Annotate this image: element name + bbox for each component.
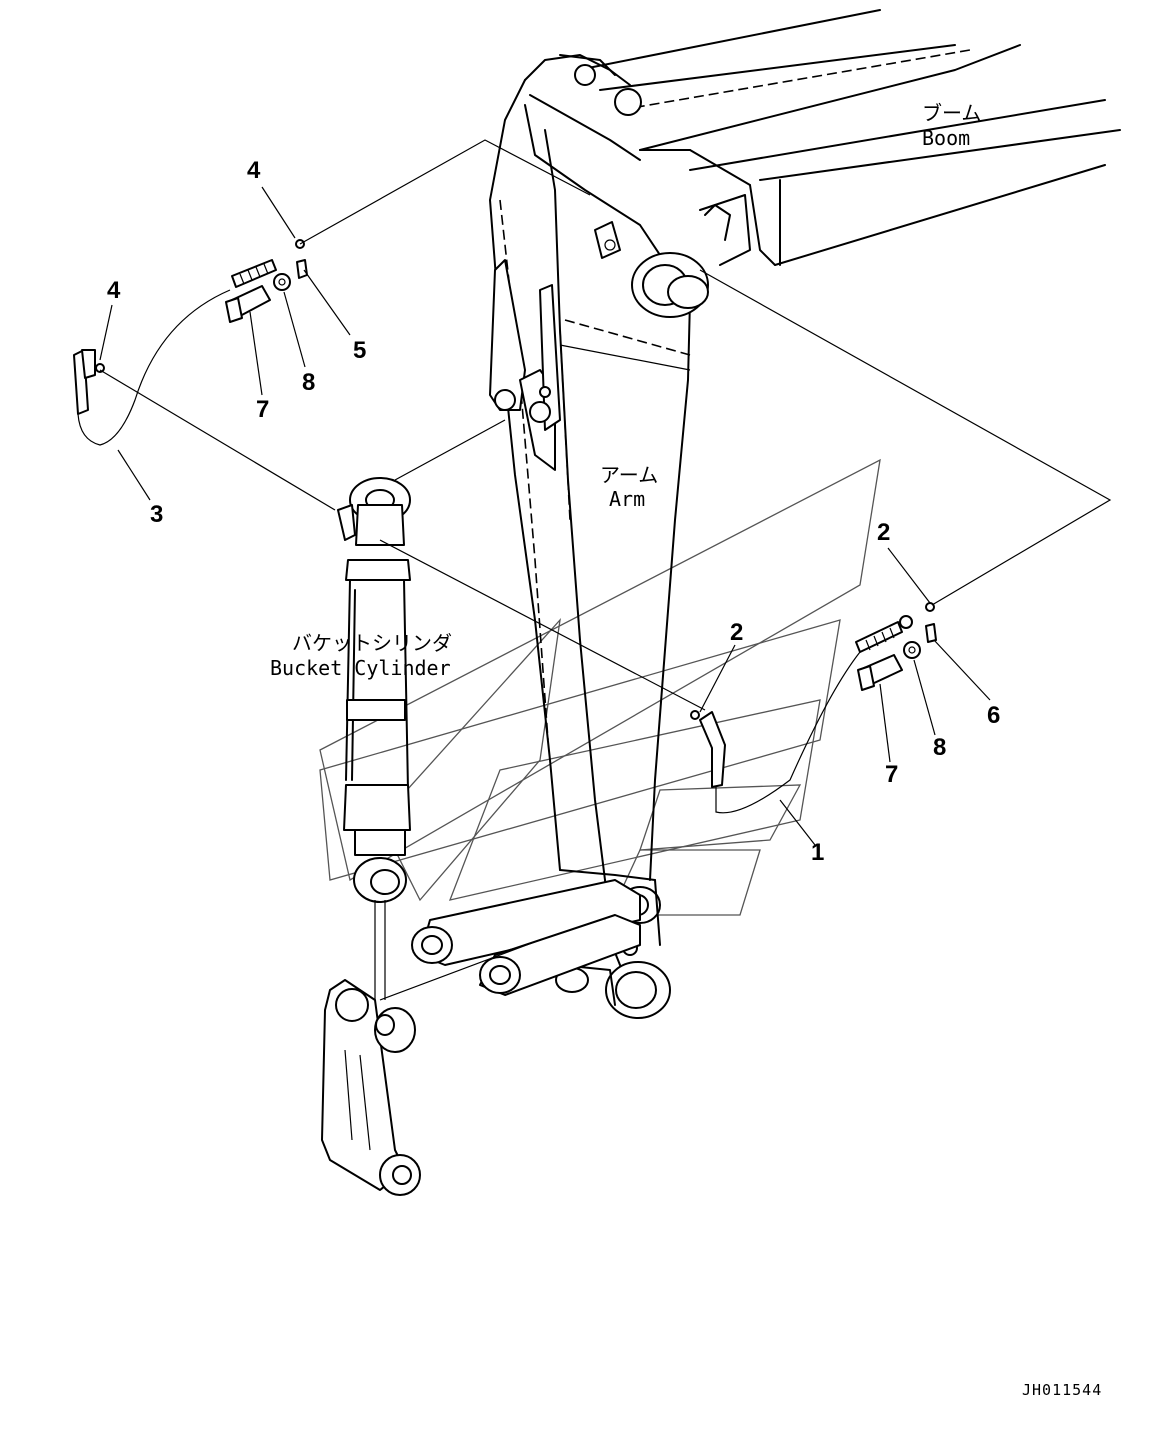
- arm: [489, 54, 709, 1019]
- callout-4-left: 4: [107, 277, 121, 304]
- drawing-code: JH011544: [1022, 1381, 1102, 1399]
- callout-6: 6: [987, 702, 1000, 729]
- bucket-link-lower: [321, 979, 421, 1196]
- callout-7-left: 7: [256, 396, 269, 423]
- callout-2-upper: 2: [877, 519, 890, 546]
- leader-lines: [99, 139, 1112, 1001]
- callout-7-right: 7: [885, 761, 898, 788]
- boom-label-jp: ブーム: [922, 101, 981, 125]
- callout-1: 1: [811, 839, 824, 866]
- callout-3: 3: [150, 501, 163, 528]
- bucket-links: [411, 879, 641, 996]
- boom: [577, 9, 1121, 266]
- bucket-cylinder-label-jp: バケットシリンダ: [292, 631, 452, 655]
- arm-label-en: Arm: [609, 487, 645, 511]
- callout-8-right: 8: [933, 734, 946, 761]
- bucket-cylinder: [337, 477, 411, 1000]
- sensor-assembly-left: [73, 239, 308, 446]
- callout-4-upper: 4: [247, 157, 261, 184]
- callout-2-mid: 2: [730, 619, 743, 646]
- sensor-assembly-right: [690, 602, 937, 814]
- bucket-cylinder-label-en: Bucket Cylinder: [270, 656, 451, 680]
- boom-label-en: Boom: [922, 126, 970, 150]
- arm-label-jp: アーム: [600, 463, 658, 487]
- callout-8-left: 8: [302, 369, 315, 396]
- callout-5: 5: [353, 337, 366, 364]
